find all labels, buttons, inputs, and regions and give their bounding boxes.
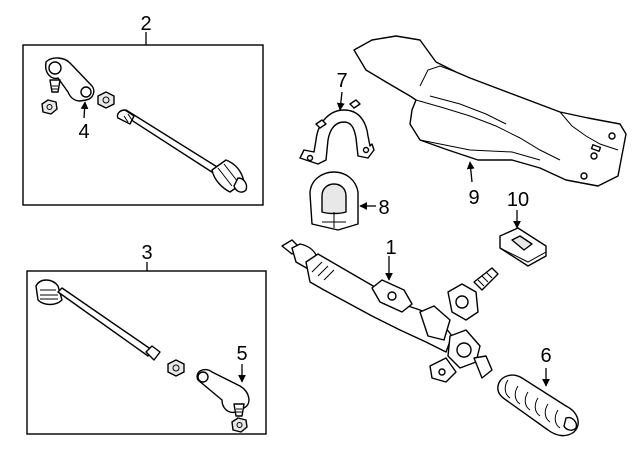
callout-9-arrow <box>466 161 475 183</box>
rack-boot[interactable] <box>497 374 579 437</box>
jam-nut-lower[interactable] <box>167 359 185 377</box>
callout-5: 5 <box>236 343 247 365</box>
outer-tie-rod-end-lower[interactable] <box>196 368 250 417</box>
callout-3: 3 <box>141 242 152 264</box>
outer-tie-rod-end[interactable] <box>44 57 95 102</box>
callout-7-arrow <box>336 91 345 111</box>
mount-pad[interactable] <box>499 227 547 267</box>
mounting-bracket[interactable] <box>299 99 375 165</box>
steering-rack-gear[interactable] <box>281 239 499 383</box>
callout-1: 1 <box>385 237 396 259</box>
callout-9: 9 <box>468 187 479 209</box>
crossmember-shield[interactable] <box>353 35 627 187</box>
callout-4: 4 <box>78 121 89 143</box>
callout-10: 10 <box>507 189 529 211</box>
callout-2: 2 <box>140 13 151 35</box>
inner-tie-rod[interactable] <box>116 109 248 193</box>
inner-tie-rod-lower[interactable] <box>35 279 161 361</box>
kit-box-2-frame <box>22 44 264 206</box>
hex-nut-lower[interactable] <box>231 417 248 433</box>
callout-8: 8 <box>378 197 389 219</box>
jam-nut[interactable] <box>97 91 115 109</box>
kit-box-2: 2 4 <box>22 13 264 206</box>
hex-nut[interactable] <box>41 99 58 115</box>
rack-bushing[interactable] <box>309 171 359 231</box>
callout-6: 6 <box>540 345 551 367</box>
callout-7: 7 <box>336 70 347 92</box>
kit-box-3: 3 5 <box>26 242 267 435</box>
callout-4-arrow <box>80 101 89 119</box>
